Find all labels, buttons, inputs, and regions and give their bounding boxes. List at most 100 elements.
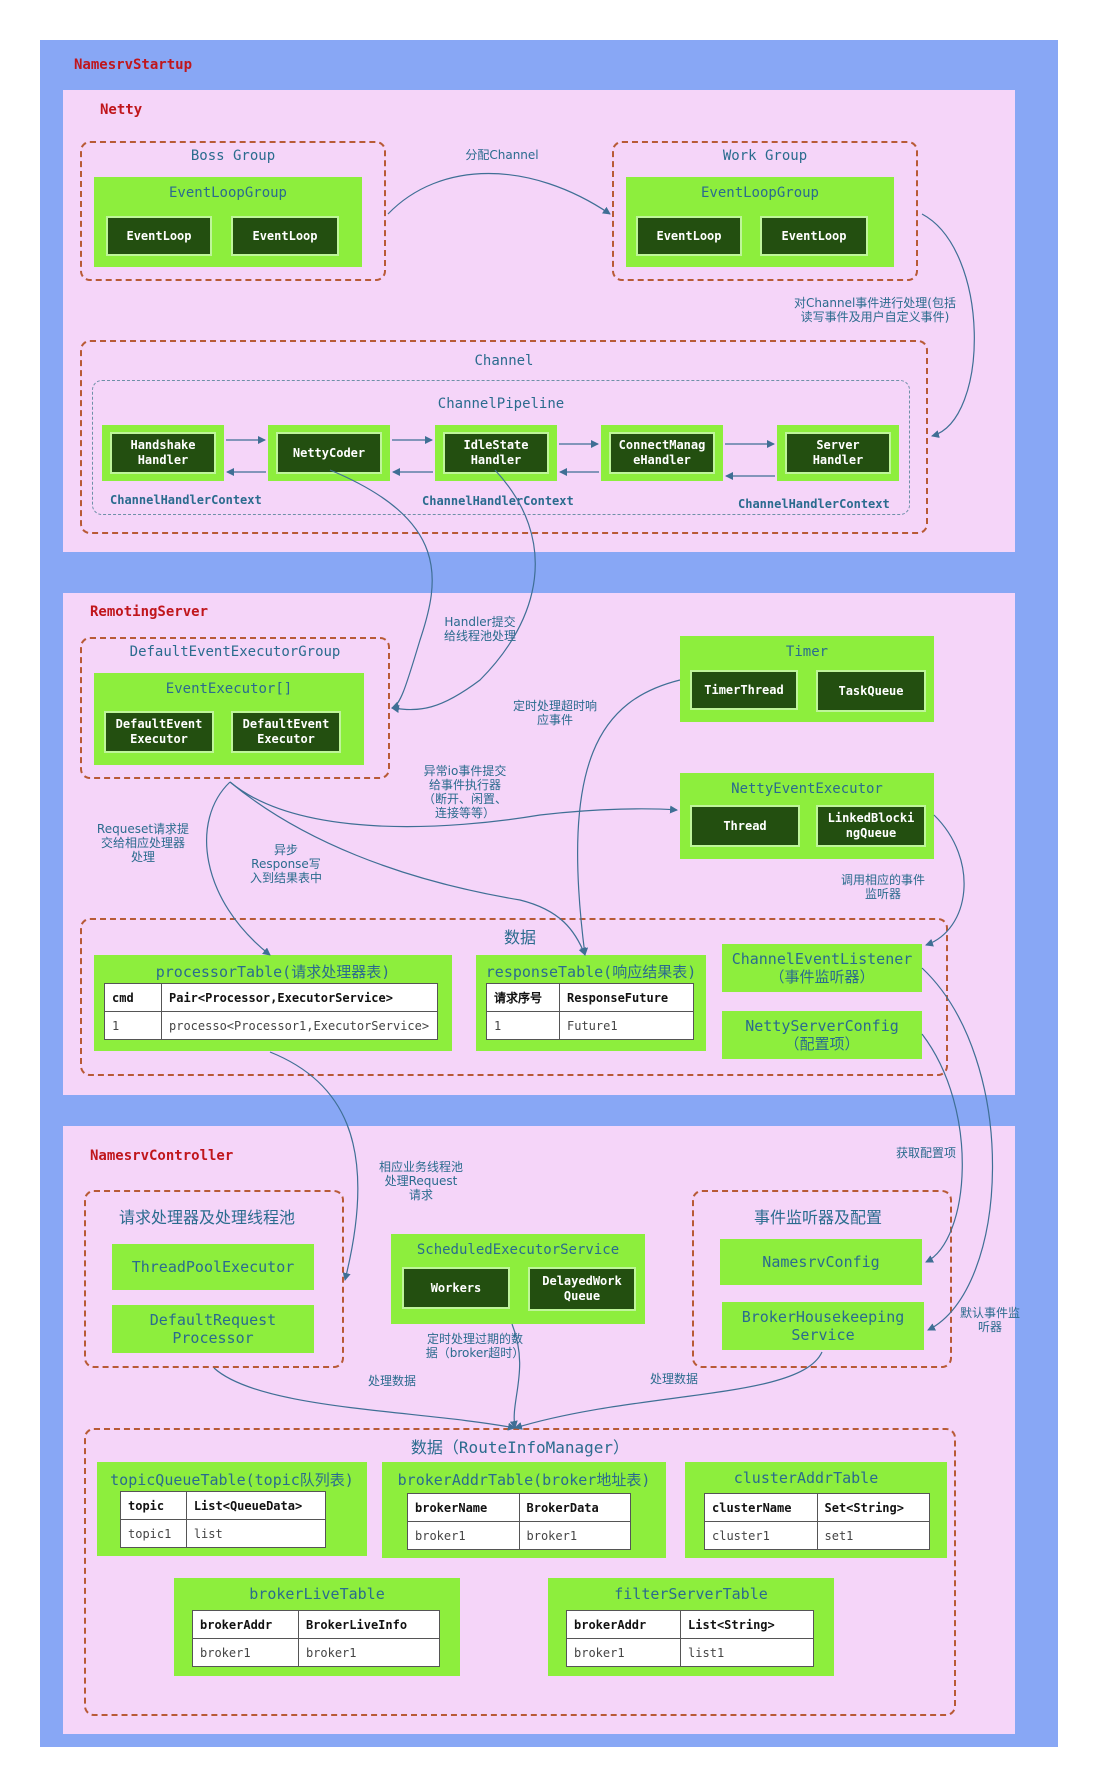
- arrow-executor-to-response: [229, 781, 587, 956]
- topic-cell-list: list: [185, 1519, 327, 1548]
- arrow-executor-to-netty-exec: [229, 781, 678, 828]
- boss-event-loop-2: EventLoop: [231, 216, 339, 256]
- boss-elg-label: EventLoopGroup: [168, 185, 287, 201]
- topic-cell-topic: topic1: [120, 1519, 187, 1548]
- topic-col-list: List<QueueData>: [185, 1491, 327, 1520]
- processor-table-title: processorTable(请求处理器表): [155, 963, 391, 981]
- cluster-col-name: clusterName: [704, 1493, 818, 1522]
- task-queue: TaskQueue: [816, 670, 926, 712]
- server-handler: Server Handler: [785, 432, 891, 474]
- filter-col-addr: brokerAddr: [565, 1610, 682, 1639]
- work-event-loop-1: EventLoop: [636, 216, 742, 256]
- process-data-left-note: 处理数据: [367, 1374, 416, 1388]
- listener-config-group: [692, 1190, 952, 1368]
- cluster-addr-table-title: clusterAddrTable: [733, 1469, 879, 1487]
- arrow-boss-to-work: [387, 173, 611, 215]
- response-table-title: responseTable(响应结果表): [485, 963, 697, 981]
- dispatch-channel-label: 分配Channel: [465, 148, 539, 162]
- route-info-title: 数据（RouteInfoManager）: [410, 1438, 630, 1457]
- handle-channel-label: 对Channel事件进行处理(包括 读写事件及用户自定义事件): [794, 296, 956, 324]
- filter-cell-addr: broker1: [565, 1638, 682, 1667]
- channel-event-listener: ChannelEventListener （事件监听器）: [722, 944, 922, 992]
- remoting-data-title: 数据: [503, 928, 536, 947]
- arrow-housekeeping-to-route: [514, 1351, 823, 1430]
- listener-config-group-title: 事件监听器及配置: [753, 1208, 882, 1227]
- work-group-title: Work Group: [722, 148, 808, 164]
- broker-housekeeping-service: BrokerHousekeeping Service: [722, 1302, 924, 1350]
- timer-title: Timer: [785, 644, 829, 660]
- linked-blocking-queue: LinkedBlocki ngQueue: [816, 805, 926, 847]
- broker-live-cell-addr: broker1: [192, 1638, 299, 1667]
- processor-cell-pair: processo<Processor1,ExecutorService>: [161, 1011, 438, 1040]
- response-cell-seq: 1: [486, 1011, 560, 1040]
- connect-manage-handler: ConnectManag eHandler: [609, 432, 715, 474]
- request-pool-group-title: 请求处理器及处理线程池: [118, 1208, 295, 1227]
- arrow-scheduled-to-route: [509, 1323, 521, 1429]
- namesrv-controller-title: NamesrvController: [90, 1148, 234, 1164]
- arrow-processor-to-pool: [269, 1051, 359, 1281]
- get-config-note: 获取配置项: [895, 1146, 956, 1160]
- idle-state-handler: IdleState Handler: [443, 432, 549, 474]
- process-data-right-note: 处理数据: [649, 1372, 698, 1386]
- channel-pipeline: [92, 380, 910, 515]
- response-col-future: ResponseFuture: [559, 983, 694, 1012]
- arrow-work-to-channel: [921, 213, 975, 438]
- scheduled-executor-title: ScheduledExecutorService: [416, 1242, 620, 1258]
- boss-event-loop-1: EventLoop: [106, 216, 212, 256]
- response-col-seq: 请求序号: [486, 983, 560, 1012]
- default-event-executor-group: [80, 637, 390, 779]
- boss-group-title: Boss Group: [190, 148, 276, 164]
- channel-pipeline-title: ChannelPipeline: [437, 396, 565, 412]
- netty-title: Netty: [100, 102, 143, 118]
- default-listener-note: 默认事件监 听器: [959, 1306, 1020, 1334]
- handler-context-1: ChannelHandlerContext: [110, 493, 262, 507]
- namesrv-startup-title: NamesrvStartup: [74, 57, 193, 73]
- handler-context-2: ChannelHandlerContext: [422, 494, 574, 508]
- default-request-processor: DefaultRequest Processor: [112, 1305, 314, 1353]
- netty-server-config: NettyServerConfig （配置项）: [722, 1011, 922, 1059]
- event-executor-array-label: EventExecutor[]: [165, 681, 293, 697]
- arrow-netty-exec-to-listener: [925, 814, 965, 947]
- work-elg-label: EventLoopGroup: [700, 185, 819, 201]
- cluster-cell-name: cluster1: [704, 1521, 818, 1550]
- request-dispatch-note: Requeset请求提 交给相应处理器 处理: [96, 822, 190, 864]
- default-event-executor-1: DefaultEvent Executor: [104, 711, 214, 753]
- executor-group-title: DefaultEventExecutorGroup: [129, 644, 341, 660]
- scheduled-clean-note: 定时处理过期的数 据（broker超时）: [425, 1332, 525, 1360]
- topic-queue-table-title: topicQueueTable(topic队列表): [110, 1471, 354, 1489]
- broker-addr-cell-data: broker1: [518, 1521, 631, 1550]
- namesrv-config: NamesrvConfig: [720, 1239, 922, 1285]
- remoting-server-title: RemotingServer: [90, 604, 209, 620]
- handler-context-3: ChannelHandlerContext: [738, 497, 890, 511]
- arrow-config-to-namesrv-config: [921, 1033, 963, 1263]
- broker-live-col-info: BrokerLiveInfo: [297, 1610, 441, 1639]
- work-group: [612, 141, 918, 281]
- arrow-timer-to-response: [577, 679, 681, 956]
- filter-cell-list: list1: [680, 1638, 814, 1667]
- netty-coder: NettyCoder: [276, 432, 382, 474]
- boss-group: [80, 141, 386, 281]
- channel-title: Channel: [474, 353, 534, 369]
- arrow-executor-to-processor: [206, 781, 271, 956]
- timer-thread: TimerThread: [690, 670, 798, 710]
- processor-cell-cmd: 1: [104, 1011, 162, 1040]
- filter-server-table-title: filterServerTable: [614, 1585, 768, 1603]
- response-cell-future: Future1: [559, 1011, 694, 1040]
- workers: Workers: [402, 1267, 510, 1309]
- arrow-pool-to-route: [213, 1367, 516, 1431]
- io-exception-note: 异常io事件提交 给事件执行器 （断开、闲置、 连接等等）: [422, 764, 507, 820]
- default-event-executor-2: DefaultEvent Executor: [231, 711, 341, 753]
- handshake-handler: Handshake Handler: [110, 432, 216, 474]
- broker-live-cell-info: broker1: [297, 1638, 441, 1667]
- arrow-coder-to-executor: [329, 469, 433, 710]
- arrow-idle-to-executor: [391, 469, 536, 713]
- arrow-listener-to-housekeeping: [921, 967, 994, 1331]
- handler-submit-note: Handler提交 给线程池处理: [443, 615, 516, 643]
- netty-executor-thread: Thread: [690, 805, 800, 847]
